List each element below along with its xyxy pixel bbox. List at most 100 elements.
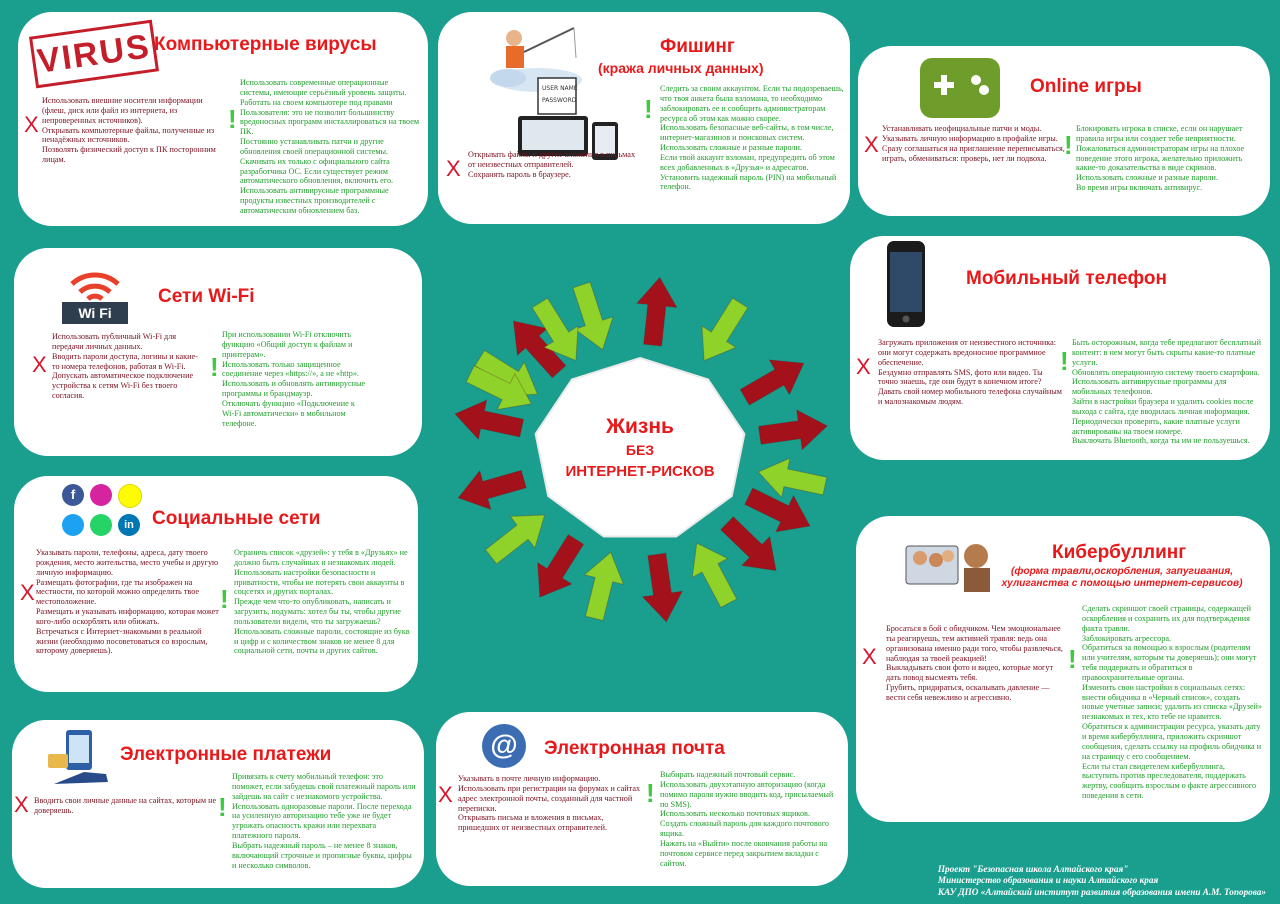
card-mobile: Мобильный телефон X Загружать приложения… xyxy=(850,236,1270,460)
mobile-do-1: Обновлять операционную систему твоего см… xyxy=(1072,367,1260,377)
payments-dont-list: Вводить свои личные данные на сайтах, ко… xyxy=(34,796,226,816)
bullying-do-1: Заблокировать агрессора. xyxy=(1082,633,1172,643)
mobile-dont-2: Давать свой номер мобильного телефона сл… xyxy=(878,387,1062,407)
viruses-do-0: Использовать современные операционные си… xyxy=(240,78,407,97)
footer-line2: Министерство образования и науки Алтайск… xyxy=(937,875,1159,885)
viruses-dont-1: Открывать компьютерные файлы, полученные… xyxy=(42,125,215,145)
card-bullying: Кибербуллинг (форма травли,оскорбления, … xyxy=(856,516,1270,822)
mobile-do-3: Зайти в настройки браузера и удалить coo… xyxy=(1072,397,1254,416)
facebook-icon: f xyxy=(62,484,84,506)
wifi-dont-0: Использовать публичный Wi-Fi для передач… xyxy=(52,332,177,351)
phishing-do-3: Если твой аккаунт взломан, предупредить … xyxy=(660,152,835,172)
mobile-do-4: Периодически проверять, какие платные ус… xyxy=(1072,416,1240,436)
email-title: Электронная почта xyxy=(544,738,725,759)
phishing-do-4: Установить надежный пароль (PIN) на моби… xyxy=(660,172,837,192)
phishing-devices-icon: USER NAME PASSWORD xyxy=(518,77,618,160)
viruses-do-1: Работать на своем компьютере под правами… xyxy=(240,97,420,137)
payments-do-2: Выбрать надежный пароль – не менее 8 зна… xyxy=(232,840,412,870)
phishing-do-0: Следить за своим аккаунтом. Если ты подо… xyxy=(660,84,844,123)
social-x-mark: X xyxy=(20,580,35,605)
card-phishing: USER NAME PASSWORD Фишинг (кража личных … xyxy=(438,12,850,224)
social-do-1: Использовать настройки безопасности и пр… xyxy=(234,567,405,597)
wifi-do-3: Отключать функцию «Подключение к Wi-Fi а… xyxy=(222,398,355,428)
payment-hand-icon xyxy=(48,730,108,784)
mobile-exclamation: ! xyxy=(1060,346,1069,376)
twitter-icon xyxy=(62,514,84,536)
center-polygon xyxy=(534,356,746,538)
viruses-dont-0: Использовать внешние носители информации… xyxy=(42,96,203,125)
wifi-dont-2: Допускать автоматическое подключение уст… xyxy=(52,371,194,401)
social-icons: f in xyxy=(60,482,156,540)
viruses-exclamation: ! xyxy=(228,104,237,134)
wifi-do-list: При использовании Wi-Fi отключить функци… xyxy=(222,330,368,428)
cyberbullying-icon xyxy=(905,544,990,592)
card-payments: Электронные платежи X Вводить свои личны… xyxy=(12,720,424,888)
bullying-title: Кибербуллинг xyxy=(1052,542,1187,563)
linkedin-icon: in xyxy=(118,514,140,536)
email-dont-2: Открывать письма и вложения в письмах, п… xyxy=(458,813,608,833)
email-do-4: Нажать на «Выйти» после окончания работы… xyxy=(660,838,828,868)
social-dont-0: Указывать пароли, телефоны, адреса, дату… xyxy=(36,548,219,577)
center-line3: ИНТЕРНЕТ-РИСКОВ xyxy=(565,463,715,480)
arrow-3 xyxy=(512,320,567,379)
email-do-3: Создать сложный пароль для каждого почто… xyxy=(660,819,829,839)
virus-stamp-icon: VIRUS xyxy=(28,19,160,89)
phishing-dont-1: Сохранять пароль в браузере. xyxy=(468,169,571,179)
payments-x-mark: X xyxy=(14,792,29,817)
social-dont-2: Размещать и указывать информацию, котора… xyxy=(36,607,219,626)
wifi-exclamation: ! xyxy=(210,352,219,382)
bullying-dont-list: Бросаться в бой с обидчиком. Чем эмоцион… xyxy=(886,624,1070,703)
games-x-mark: X xyxy=(864,132,879,157)
bullying-x-mark: X xyxy=(862,644,877,669)
card-email: @ Электронная почта X Указывать в почте … xyxy=(436,712,848,886)
arrow-10 xyxy=(641,552,684,623)
phishing-dont-0: Открывать файлы и другие вложения в пись… xyxy=(468,150,636,169)
email-do-2: Использовать несколько почтовых ящиков. xyxy=(660,809,810,819)
arrow-2 xyxy=(572,281,614,351)
phishing-do-list: Следить за своим аккаунтом. Если ты подо… xyxy=(660,84,844,192)
footer: Проект "Безопасная школа Алтайского края… xyxy=(938,864,1266,899)
payments-do-0: Привязать к счету мобильный телефон: это… xyxy=(232,772,416,801)
arrow-15 xyxy=(454,399,525,441)
email-do-list: Выбирать надежный почтовый сервис. Испол… xyxy=(660,770,842,868)
mobile-title: Мобильный телефон xyxy=(966,268,1167,289)
viruses-x-mark: X xyxy=(24,112,39,137)
phishing-username-label: USER NAME xyxy=(542,85,578,92)
instagram-icon xyxy=(90,484,112,506)
mobile-do-2: Использовать антивирусные программы для … xyxy=(1072,377,1227,397)
games-title: Online игры xyxy=(1030,76,1142,97)
bullying-subtitle: (форма травли,оскорбления, запугивания, … xyxy=(1001,566,1243,590)
whatsapp-icon xyxy=(90,514,112,536)
email-do-0: Выбирать надежный почтовый сервис. xyxy=(660,770,796,779)
bullying-do-2: Обратиться за помощью к взрослым (родите… xyxy=(1082,643,1257,682)
social-do-list: Ограничь список «друзей»: у тебя в «Друз… xyxy=(234,548,410,656)
phishing-password-label: PASSWORD xyxy=(542,97,577,104)
games-dont-2: Сразу соглашаться на приглашение перепис… xyxy=(882,143,1065,163)
social-dont-list: Указывать пароли, телефоны, адреса, дату… xyxy=(36,548,222,656)
games-do-3: Во время игры включать антивирус. xyxy=(1076,183,1203,193)
wifi-dont-1: Вводить пароли доступа, логины и какие-т… xyxy=(52,351,198,371)
arrow-14 xyxy=(457,469,527,511)
arrow-1 xyxy=(701,297,749,362)
payments-exclamation: ! xyxy=(218,792,227,822)
email-dont-1: Использовать при регистрации на форумах … xyxy=(458,783,641,813)
payments-do-list: Привязать к счету мобильный телефон: это… xyxy=(232,772,416,870)
arrow-18 xyxy=(465,365,533,411)
social-do-3: Использовать сложные пароли, состоящие и… xyxy=(234,626,410,656)
bullying-dont-2: Грубить, придираться, оскалывать давлени… xyxy=(886,683,1050,702)
card-wifi: Wi Fi Сети Wi-Fi X Использовать публичны… xyxy=(14,248,422,456)
gamepad-icon xyxy=(920,58,1000,118)
games-exclamation: ! xyxy=(1064,130,1073,160)
email-at-glyph: @ xyxy=(490,729,518,760)
games-dont-list: Устанавливать неофициальные патчи и моды… xyxy=(882,124,1066,163)
center-line1: Жизнь xyxy=(606,415,674,438)
email-exclamation: ! xyxy=(646,778,655,808)
arrow-9 xyxy=(691,542,738,609)
social-dont-1: Размещать фотографии, где ты изображен н… xyxy=(36,577,200,607)
smartphone-icon xyxy=(887,241,925,327)
wifi-do-1: Использовать только защищенное соединени… xyxy=(222,359,359,379)
payments-title: Электронные платежи xyxy=(120,744,332,765)
arrow-13 xyxy=(484,514,546,565)
mobile-x-mark: X xyxy=(856,354,871,379)
phishing-title: Фишинг xyxy=(660,36,735,57)
